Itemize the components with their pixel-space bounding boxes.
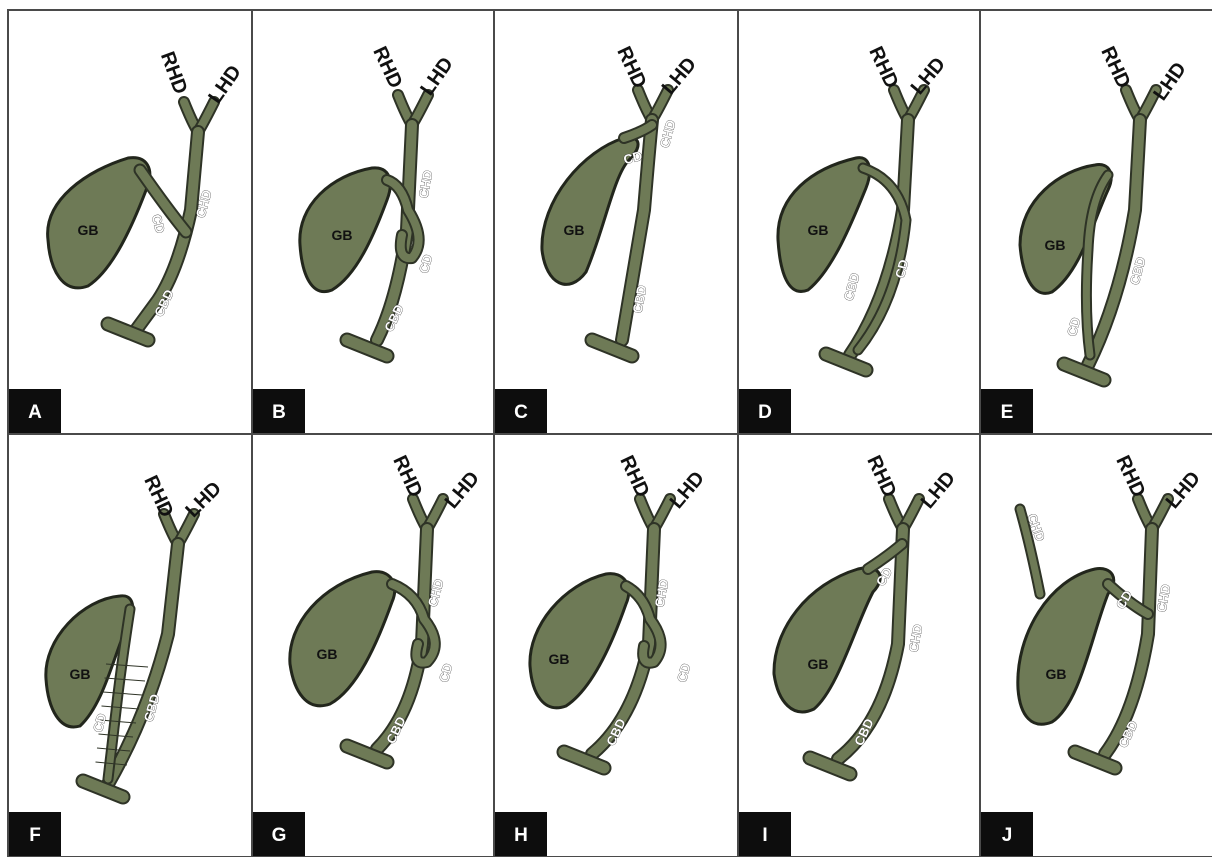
gallbladder-label: GB	[1045, 237, 1066, 253]
panel-frame	[494, 10, 738, 434]
panel-tag-label: G	[272, 825, 287, 846]
panel-tag-label: B	[272, 402, 286, 423]
gallbladder-label: GB	[1046, 666, 1067, 682]
panel-tag-label: C	[514, 402, 528, 423]
gallbladder-label: GB	[317, 646, 338, 662]
panel-tag-label: A	[28, 402, 42, 423]
gallbladder-label: GB	[332, 227, 353, 243]
panel-tag-label: H	[514, 825, 528, 846]
gallbladder-label: GB	[78, 222, 99, 238]
panel-tag-label: E	[1001, 402, 1014, 423]
panel-tag-label: F	[29, 825, 41, 846]
gallbladder-label: GB	[549, 651, 570, 667]
panel-tag-label: D	[758, 402, 772, 423]
panel-tag-label: I	[762, 825, 767, 846]
gallbladder-label: GB	[808, 222, 829, 238]
gallbladder-label: GB	[564, 222, 585, 238]
gallbladder-label: GB	[70, 666, 91, 682]
gallbladder-label: GB	[808, 656, 829, 672]
panel-tag-label: J	[1002, 825, 1013, 846]
